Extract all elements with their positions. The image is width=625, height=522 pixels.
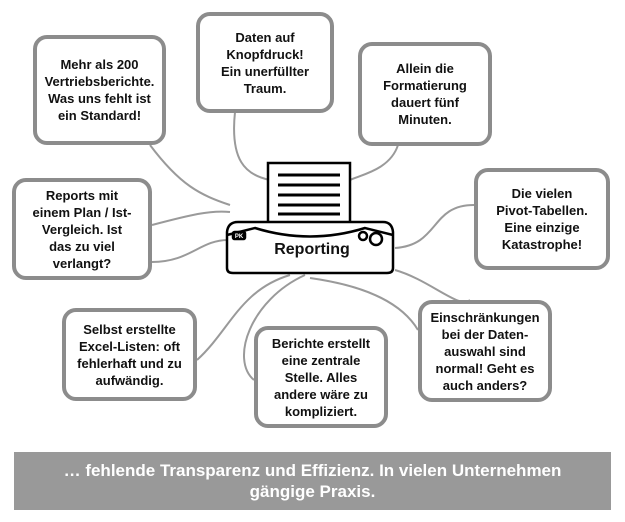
statement-box: Einschränkungen bei der Daten- auswahl s… (418, 300, 552, 402)
printer-label: Reporting (274, 241, 350, 258)
statement-box: Selbst erstellte Excel-Listen: oft fehle… (62, 308, 197, 401)
printer-icon: PK (225, 161, 395, 275)
connector (233, 111, 271, 181)
statement-box: Daten auf Knopfdruck! Ein unerfüllter Tr… (196, 12, 334, 113)
connector (309, 277, 419, 331)
connector (149, 144, 231, 206)
summary-banner: … fehlende Transparenz und Effizienz. In… (14, 452, 611, 510)
statement-box: Reports mit einem Plan / Ist- Vergleich.… (12, 178, 152, 280)
connector (151, 210, 231, 226)
statement-box: Die vielen Pivot-Tabellen. Eine einzige … (474, 168, 610, 270)
connector (243, 274, 306, 381)
connector (196, 274, 291, 361)
connector (394, 204, 475, 249)
statement-box: Allein die Formatierung dauert fünf Minu… (358, 42, 492, 146)
svg-text:PK: PK (235, 234, 244, 240)
statement-box: Berichte erstellt eine zentrale Stelle. … (254, 326, 388, 428)
statement-box: Mehr als 200 Vertriebsberichte. Was uns … (33, 35, 166, 145)
connector (394, 269, 471, 303)
connector (349, 144, 399, 181)
connector (151, 239, 229, 263)
